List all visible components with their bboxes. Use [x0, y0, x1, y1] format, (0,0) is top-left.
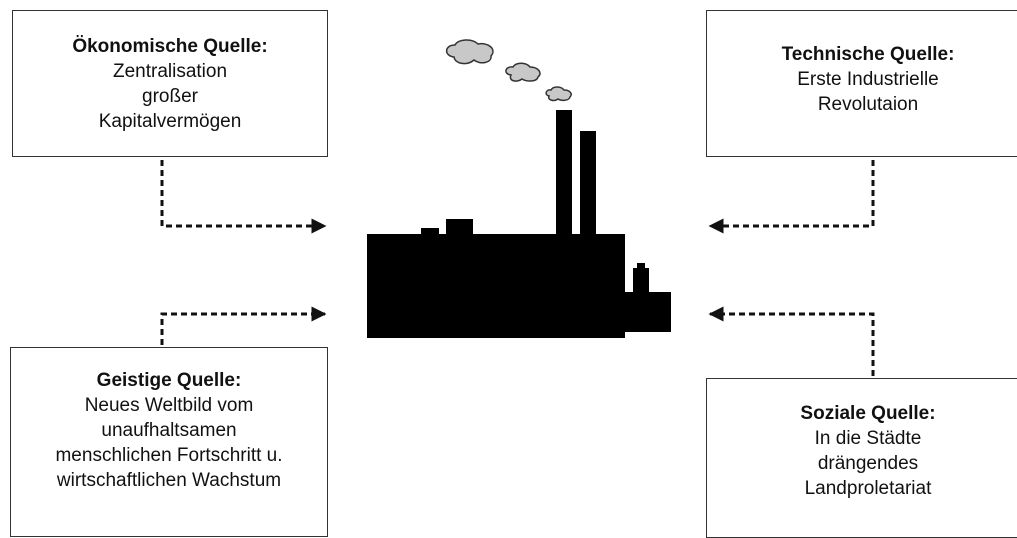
economic-source-title: Ökonomische Quelle:: [72, 36, 268, 57]
factory-roof-block-small: [421, 228, 439, 236]
intellectual-source-line: menschlichen Fortschritt u.: [55, 445, 283, 466]
intellectual-source-line: Neues Weltbild vom: [84, 395, 254, 416]
factory-main-hall: [367, 234, 625, 338]
factory-annex: [623, 292, 671, 332]
economic-source-line: Kapitalvermögen: [98, 111, 242, 132]
connector-technical-to-factory: [708, 160, 875, 234]
technical-source-box: Technische Quelle: Erste Industrielle Re…: [706, 10, 1017, 157]
economic-source-box: Ökonomische Quelle: Zentralisation große…: [12, 10, 328, 157]
technical-source-line: Revolutaion: [817, 94, 919, 115]
factory-roof-block-large: [446, 219, 473, 236]
smoke-cloud-medium: [505, 62, 541, 82]
smoke-cloud-small: [545, 86, 572, 102]
social-source-line: In die Städte: [814, 428, 922, 449]
connector-social-to-factory: [708, 306, 875, 376]
diagram-canvas: [160, 39, 875, 376]
connector-intellectual-to-factory: [160, 306, 327, 345]
connector-economic-to-factory: [160, 160, 327, 234]
intellectual-source-title: Geistige Quelle:: [96, 370, 242, 391]
technical-source-line: Erste Industrielle: [797, 69, 939, 90]
technical-source-title: Technische Quelle:: [781, 44, 955, 65]
factory-small-stack-cap: [637, 263, 645, 269]
factory-icon: [367, 110, 671, 338]
social-source-box: Soziale Quelle: In die Städte drängendes…: [706, 378, 1017, 538]
social-source-title: Soziale Quelle:: [800, 403, 936, 424]
intellectual-source-box: Geistige Quelle: Neues Weltbild vom unau…: [10, 347, 328, 537]
economic-source-line: großer: [142, 86, 198, 107]
factory-chimney-short: [580, 131, 596, 236]
intellectual-source-line: wirtschaftlichen Wachstum: [56, 470, 282, 491]
smoke-cloud-large: [445, 39, 494, 65]
social-source-line: drängendes: [817, 453, 919, 474]
factory-chimney-tall: [556, 110, 572, 236]
factory-small-stack: [633, 268, 649, 294]
intellectual-source-line: unaufhaltsamen: [101, 420, 237, 441]
social-source-line: Landproletariat: [804, 478, 932, 499]
smoke-cloud-icon: [445, 39, 572, 102]
economic-source-line: Zentralisation: [112, 61, 228, 82]
